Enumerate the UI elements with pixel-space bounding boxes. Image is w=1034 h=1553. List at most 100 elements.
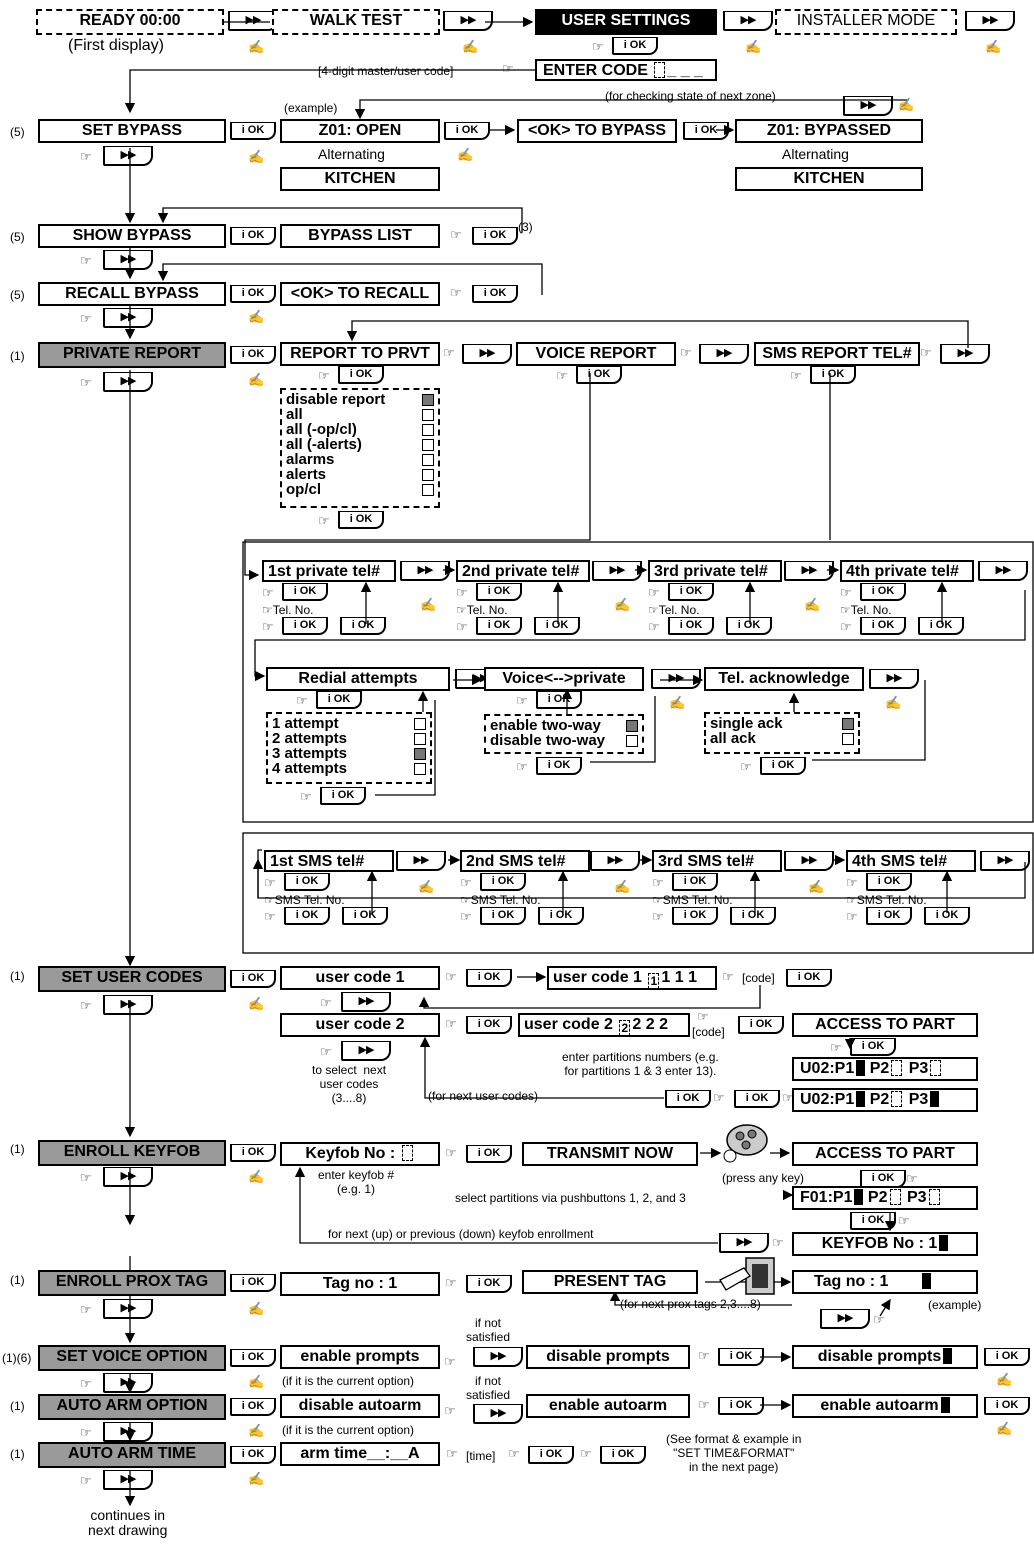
ok-button[interactable]: i OK <box>230 970 276 988</box>
next-button[interactable]: ▶▶ <box>103 372 153 392</box>
ok-button[interactable]: i OK <box>726 617 772 635</box>
next-button[interactable]: ▶▶ <box>103 308 153 328</box>
next-button[interactable]: ▶▶ <box>103 250 153 270</box>
ok-button[interactable]: i OK <box>760 757 806 775</box>
ok-button[interactable]: i OK <box>338 511 384 529</box>
ok-button[interactable]: i OK <box>528 1446 574 1464</box>
ok-button[interactable]: i OK <box>538 907 584 925</box>
ok-button[interactable]: i OK <box>284 907 330 925</box>
next-button[interactable]: ▶▶ <box>592 561 642 581</box>
ok-button[interactable]: i OK <box>342 907 388 925</box>
next-button[interactable]: ▶▶ <box>341 1041 391 1061</box>
next-button[interactable]: ▶▶ <box>784 851 834 871</box>
ok-button[interactable]: i OK <box>718 1397 764 1415</box>
redial-option[interactable]: 1 attempt <box>272 716 426 731</box>
next-button[interactable]: ▶▶ <box>400 561 450 581</box>
ok-button[interactable]: i OK <box>860 583 906 601</box>
ok-button[interactable]: i OK <box>730 907 776 925</box>
checkbox[interactable] <box>414 733 426 745</box>
checkbox-selected[interactable] <box>842 718 854 730</box>
next-button[interactable]: ▶▶ <box>103 1167 153 1187</box>
ok-button[interactable]: i OK <box>320 787 366 805</box>
enroll-prox-tag-item[interactable]: ENROLL PROX TAG <box>38 1270 226 1296</box>
redial-option[interactable]: 2 attempts <box>272 731 426 746</box>
ok-button[interactable]: i OK <box>230 122 276 140</box>
checkbox-selected[interactable] <box>626 720 638 732</box>
ok-button[interactable]: i OK <box>536 757 582 775</box>
next-button[interactable]: ▶▶ <box>940 344 990 364</box>
next-button[interactable]: ▶▶ <box>443 11 493 31</box>
report-option[interactable]: all (-alerts) <box>286 437 434 452</box>
ok-button[interactable]: i OK <box>472 285 518 303</box>
checkbox[interactable] <box>842 733 854 745</box>
report-option[interactable]: disable report <box>286 392 434 407</box>
set-bypass-item[interactable]: SET BYPASS <box>38 119 226 143</box>
ok-button[interactable]: i OK <box>466 1016 512 1034</box>
ok-button[interactable]: i OK <box>860 617 906 635</box>
next-button[interactable]: ▶▶ <box>228 11 278 31</box>
checkbox-selected[interactable] <box>414 748 426 760</box>
ok-button[interactable]: i OK <box>230 1144 276 1162</box>
next-button[interactable]: ▶▶ <box>699 344 749 364</box>
ok-button[interactable]: i OK <box>866 907 912 925</box>
ok-button[interactable]: i OK <box>444 122 490 140</box>
next-button[interactable]: ▶▶ <box>103 146 153 166</box>
ok-button[interactable]: i OK <box>472 227 518 245</box>
ok-button[interactable]: i OK <box>668 583 714 601</box>
next-button[interactable]: ▶▶ <box>103 1422 153 1442</box>
next-button[interactable]: ▶▶ <box>723 11 773 31</box>
checkbox[interactable] <box>626 735 638 747</box>
ok-button[interactable]: i OK <box>668 617 714 635</box>
ok-button[interactable]: i OK <box>612 37 658 55</box>
ok-button[interactable]: i OK <box>536 691 582 709</box>
ok-button[interactable]: i OK <box>738 1016 784 1034</box>
next-button[interactable]: ▶▶ <box>820 1309 870 1329</box>
ok-button[interactable]: i OK <box>665 1090 711 1108</box>
ok-button[interactable]: i OK <box>230 1349 276 1367</box>
ok-button[interactable]: i OK <box>230 285 276 303</box>
report-option[interactable]: op/cl <box>286 482 434 497</box>
report-option[interactable]: all <box>286 407 434 422</box>
next-button[interactable]: ▶▶ <box>103 995 153 1015</box>
redial-option[interactable]: 4 attempts <box>272 761 426 776</box>
voice-option[interactable]: disable two-way <box>490 733 638 748</box>
next-button[interactable]: ▶▶ <box>590 851 640 871</box>
ok-button[interactable]: i OK <box>850 1038 896 1056</box>
ok-button[interactable]: i OK <box>924 907 970 925</box>
ok-button[interactable]: i OK <box>466 1275 512 1293</box>
ok-button[interactable]: i OK <box>466 1145 512 1163</box>
next-button[interactable]: ▶▶ <box>341 992 391 1012</box>
auto-arm-option-item[interactable]: AUTO ARM OPTION <box>38 1394 226 1420</box>
ok-button[interactable]: i OK <box>316 691 362 709</box>
voice-option[interactable]: enable two-way <box>490 718 638 733</box>
next-button[interactable]: ▶▶ <box>784 561 834 581</box>
next-button[interactable]: ▶▶ <box>462 344 512 364</box>
ack-option[interactable]: all ack <box>710 731 854 746</box>
ok-button[interactable]: i OK <box>984 1348 1030 1366</box>
checkbox[interactable] <box>422 469 434 481</box>
checkbox[interactable] <box>422 424 434 436</box>
next-button[interactable]: ▶▶ <box>843 96 893 116</box>
auto-arm-time-item[interactable]: AUTO ARM TIME <box>38 1442 226 1468</box>
next-button[interactable]: ▶▶ <box>651 669 701 689</box>
ok-button[interactable]: i OK <box>786 969 832 987</box>
checkbox[interactable] <box>422 484 434 496</box>
ok-button[interactable]: i OK <box>718 1348 764 1366</box>
next-button[interactable]: ▶▶ <box>869 669 919 689</box>
report-option[interactable]: alarms <box>286 452 434 467</box>
set-user-codes-item[interactable]: SET USER CODES <box>38 966 226 992</box>
private-report-item[interactable]: PRIVATE REPORT <box>38 342 226 368</box>
ok-button[interactable]: i OK <box>282 617 328 635</box>
ok-button[interactable]: i OK <box>534 617 580 635</box>
ok-button[interactable]: i OK <box>672 907 718 925</box>
ok-button[interactable]: i OK <box>340 617 386 635</box>
ok-button[interactable]: i OK <box>282 583 328 601</box>
next-button[interactable]: ▶▶ <box>980 851 1030 871</box>
ok-button[interactable]: i OK <box>230 1446 276 1464</box>
ok-button[interactable]: i OK <box>284 873 330 891</box>
ok-button[interactable]: i OK <box>683 122 729 140</box>
ok-button[interactable]: i OK <box>476 617 522 635</box>
ok-button[interactable]: i OK <box>230 1274 276 1292</box>
ok-button[interactable]: i OK <box>734 1090 780 1108</box>
next-button[interactable]: ▶▶ <box>965 11 1015 31</box>
